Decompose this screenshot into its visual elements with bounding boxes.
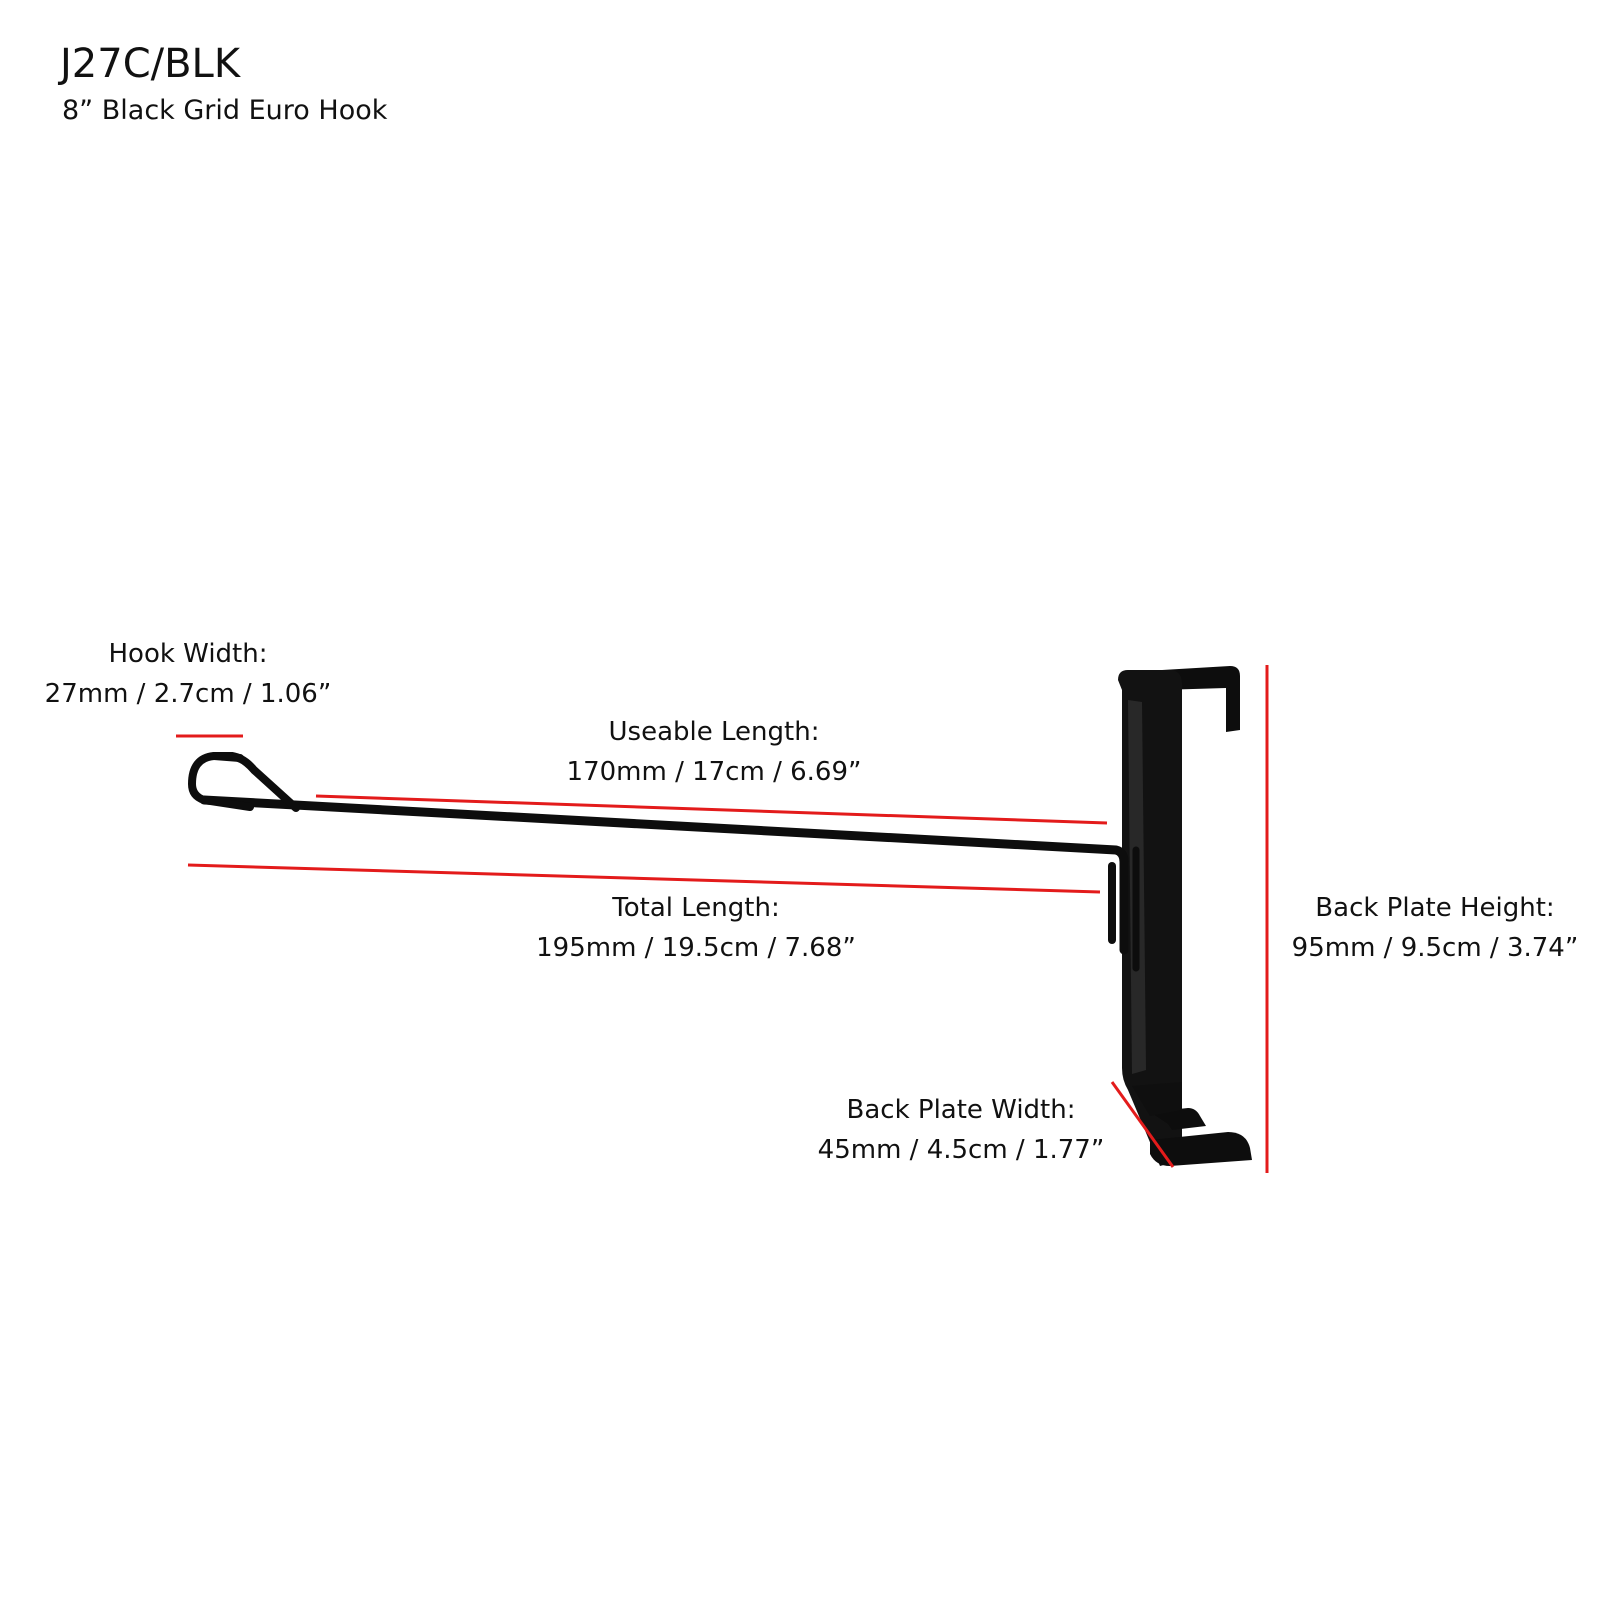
back-plate-height-title: Back Plate Height: [1315, 893, 1555, 923]
hook-width-value: 27mm / 2.7cm / 1.06” [44, 679, 332, 709]
back-plate-height-value: 95mm / 9.5cm / 3.74” [1291, 933, 1579, 963]
useable-length-title: Useable Length: [608, 717, 820, 747]
back-plate-height-label: Back Plate Height: 95mm / 9.5cm / 3.74” [1292, 888, 1579, 968]
wire-hook [188, 752, 1140, 972]
back-plate-width-label: Back Plate Width: 45mm / 4.5cm / 1.77” [818, 1090, 1105, 1170]
back-plate-width-value: 45mm / 4.5cm / 1.77” [817, 1135, 1105, 1165]
hook-loop-inner-wire [210, 752, 244, 762]
total-length-value: 195mm / 19.5cm / 7.68” [536, 933, 856, 963]
hook-width-title: Hook Width: [108, 639, 268, 669]
product-code: J27C/BLK [60, 41, 241, 87]
dimension-lines [176, 665, 1269, 1173]
back-plate-bottom-foot-front [1150, 1132, 1252, 1166]
total-length-label: Total Length: 195mm / 19.5cm / 7.68” [536, 888, 856, 968]
useable-length-label: Useable Length: 170mm / 17cm / 6.69” [567, 712, 862, 792]
back-plate-bottom-foot [1150, 1108, 1206, 1130]
back-plate-width-line [1110, 1081, 1175, 1168]
product-name: 8” Black Grid Euro Hook [62, 95, 388, 126]
useable-length-value: 170mm / 17cm / 6.69” [566, 757, 862, 787]
total-length-line [187, 863, 1101, 894]
back-plate-width-title: Back Plate Width: [846, 1095, 1076, 1125]
hook-tip-loop [188, 752, 300, 812]
back-plate [1118, 666, 1252, 1166]
useable-length-line [315, 794, 1108, 825]
hook-width-label: Hook Width: 27mm / 2.7cm / 1.06” [45, 634, 332, 714]
hook-main-rod [199, 795, 1129, 955]
total-length-title: Total Length: [612, 893, 780, 923]
back-plate-lower-edge [1132, 1082, 1182, 1116]
